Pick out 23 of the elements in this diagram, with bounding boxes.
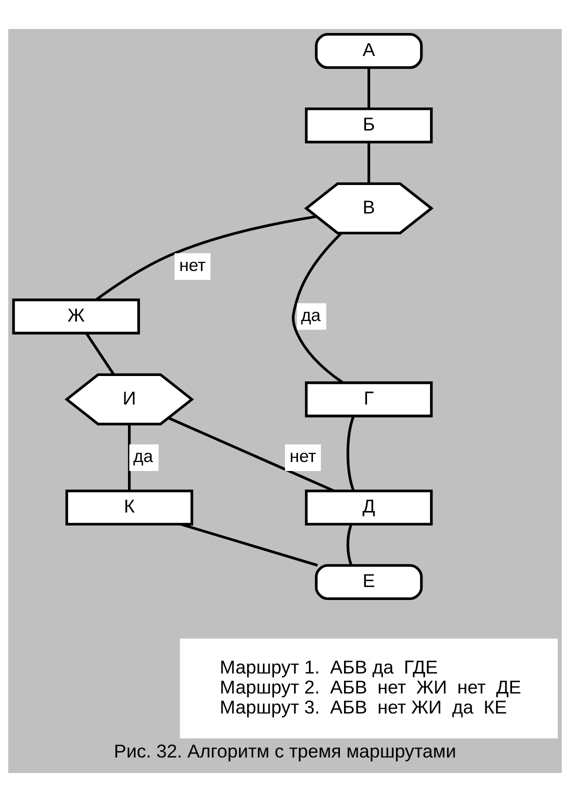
edge-label: нет <box>179 255 206 276</box>
connector <box>180 523 318 567</box>
connector <box>128 424 131 490</box>
edge-label: да <box>300 305 321 326</box>
node-box: Маршрут 1. АБВ да ГДЕ Маршрут 2. АБВ нет ЖИ нет ДЕ Маршрут 3. АБВ нет ЖИ да КЕ <box>180 638 558 738</box>
connector <box>95 215 316 301</box>
connector <box>368 68 370 109</box>
edge-label: да <box>133 446 154 466</box>
node-box: К <box>65 490 194 526</box>
connector <box>368 142 370 184</box>
node-box: А <box>314 33 423 69</box>
node-box: Д <box>304 490 433 526</box>
caption: Рис. 32. Алгоритм с тремя маршрутами <box>114 740 456 762</box>
node-box: Б <box>304 108 433 144</box>
node-box: Г <box>304 381 433 418</box>
connector <box>85 332 115 376</box>
connector <box>292 232 344 384</box>
node-box: Е <box>314 564 423 600</box>
node-box: Ж <box>12 298 140 334</box>
connector <box>346 524 352 566</box>
connector <box>168 416 334 492</box>
connector <box>346 416 355 491</box>
edge-label: нет <box>290 446 316 466</box>
